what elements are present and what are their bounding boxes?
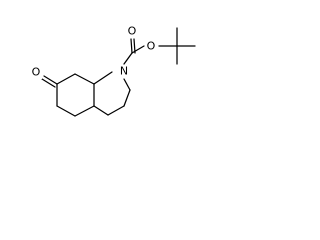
atom-label-ketone-oxygen: O [32,66,41,79]
bond-carbonyl-carbon-to-nitrogen [123,52,133,65]
atom-ketone-oxygen: O [30,66,42,79]
structural-formula-diagram: O O N O [30,25,196,117]
bond-c2-to-c3 [123,89,131,107]
bond-ketone-double-a [43,75,58,85]
atom-labels: O O N O [30,25,157,79]
bond-ketone-double-b [41,78,56,88]
bond-n-to-c2 [123,78,131,91]
atom-label-ester-oxygen: O [147,40,156,53]
bond-c8-to-c7 [56,73,76,85]
bond-lines [41,27,196,117]
atom-label-nitrogen: N [120,65,128,78]
atom-ester-oxygen: O [145,40,157,53]
atom-label-carbonyl-oxygen: O [128,25,137,38]
bond-carbonyl-double-a [130,38,133,54]
bond-c8a-to-c8 [74,73,95,85]
bond-carbonyl-double-b [133,38,136,54]
atom-carbonyl-oxygen: O [126,25,138,38]
atom-nitrogen: N [118,65,130,78]
bond-ester-oxygen-to-carbonyl-carbon [131,45,145,54]
bond-c5-to-c4a [74,105,95,117]
bond-c8a-to-n [93,71,113,85]
bond-c3-to-c4 [107,105,125,116]
bond-c6-to-c5 [56,105,76,117]
bond-c4-to-c4a [93,105,109,116]
